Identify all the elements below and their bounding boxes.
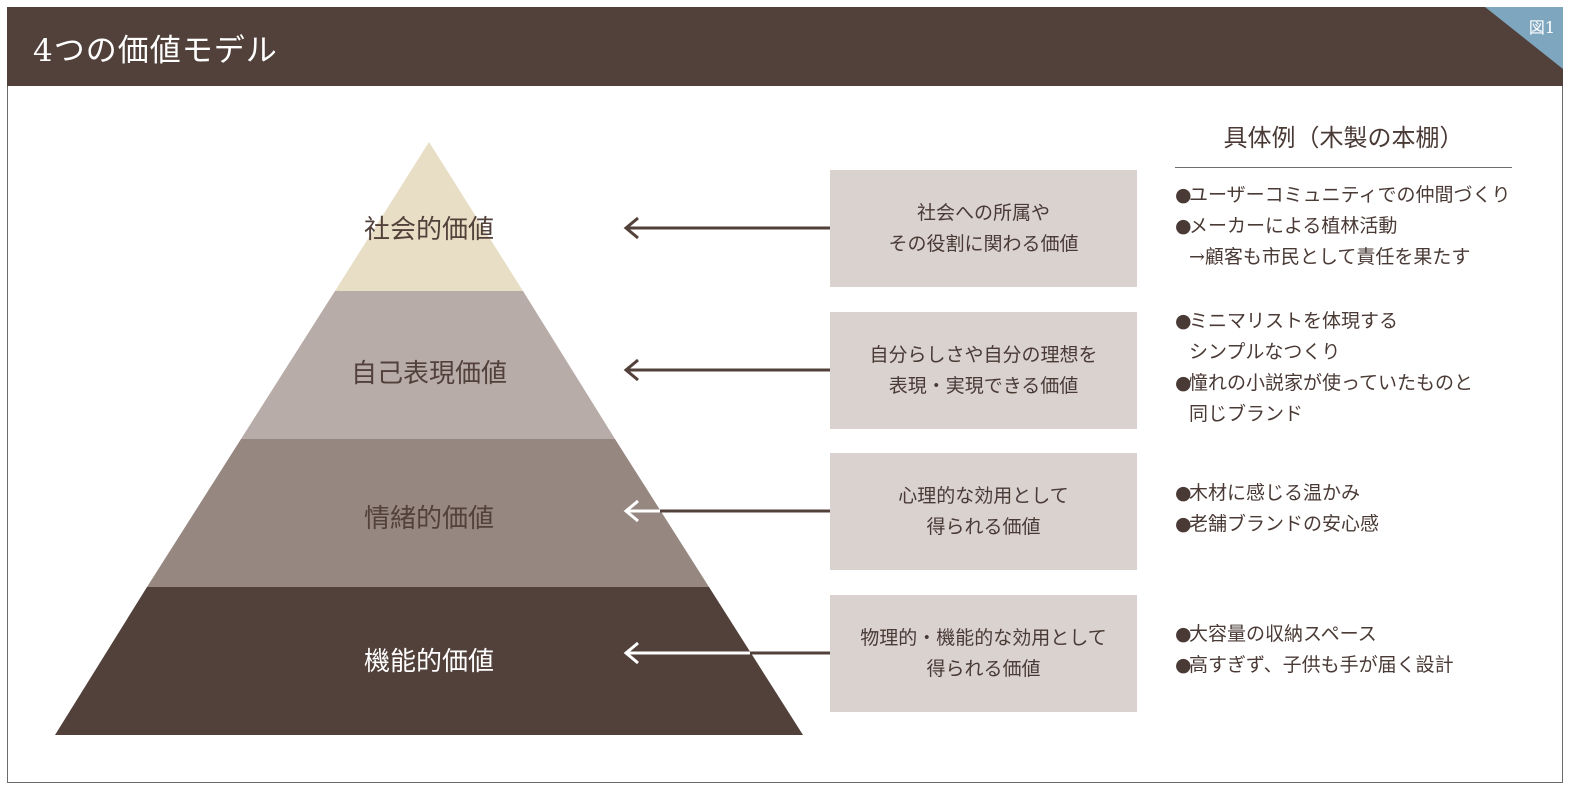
description-line: 得られる価値 [926, 657, 1041, 680]
description-box-emotional: 心理的な効用として 得られる価値 [830, 453, 1137, 570]
description-box-social: 社会への所属や その役割に関わる価値 [830, 170, 1137, 287]
description-box-functional: 物理的・機能的な効用として 得られる価値 [830, 595, 1137, 712]
examples-emotional: ●木材に感じる温かみ ●老舗ブランドの安心感 [1175, 478, 1379, 540]
arrow-emotional [623, 499, 830, 523]
example-text: メーカーによる植林活動 [1189, 215, 1398, 237]
bullet-icon: ● [1175, 372, 1192, 394]
page-title: 4つの価値モデル [33, 33, 278, 69]
example-text: →顧客も市民として責任を果たす [1189, 246, 1471, 268]
tier-emotional-shape [147, 439, 709, 587]
description-line: 表現・実現できる価値 [888, 374, 1079, 397]
tier-label-functional: 機能的価値 [363, 647, 494, 677]
description-line: 心理的な効用として [898, 484, 1069, 507]
example-text: 憧れの小説家が使っていたものと [1189, 372, 1474, 394]
example-item: ●メーカーによる植林活動 [1175, 211, 1510, 242]
bullet-icon: ● [1175, 623, 1192, 645]
example-item-continued: →顧客も市民として責任を果たす [1175, 242, 1510, 273]
example-item: ●憧れの小説家が使っていたものと [1175, 368, 1473, 399]
example-item-continued: 同じブランド [1175, 399, 1473, 430]
bullet-icon: ● [1175, 513, 1192, 535]
description-line: 物理的・機能的な効用として [860, 626, 1107, 649]
tier-label-self-expression: 自己表現価値 [350, 359, 507, 389]
bullet-icon: ● [1175, 184, 1192, 206]
description-box-self-expression: 自分らしさや自分の理想を 表現・実現できる価値 [830, 312, 1137, 429]
bullet-icon: ● [1175, 215, 1192, 237]
example-text: 木材に感じる温かみ [1189, 482, 1361, 504]
examples-self-expression: ●ミニマリストを体現する シンプルなつくり ●憧れの小説家が使っていたものと 同… [1175, 306, 1473, 430]
example-item: ●高すぎず、子供も手が届く設計 [1175, 650, 1454, 681]
description-line: 自分らしさや自分の理想を [869, 343, 1098, 366]
example-item: ●老舗ブランドの安心感 [1175, 509, 1379, 540]
example-item-continued: シンプルなつくり [1175, 337, 1473, 368]
tier-label-social: 社会的価値 [363, 215, 494, 245]
figure-corner-tab [1485, 7, 1563, 69]
example-text: 高すぎず、子供も手が届く設計 [1189, 654, 1454, 676]
example-text: 老舗ブランドの安心感 [1189, 513, 1380, 535]
bullet-icon: ● [1175, 482, 1192, 504]
examples-divider [1175, 167, 1512, 168]
tier-functional-shape [55, 587, 803, 735]
examples-title: 具体例（木製の本棚） [1223, 124, 1464, 152]
tier-social-shape [335, 142, 523, 291]
figure-label: 図1 [1528, 18, 1555, 37]
description-line: 得られる価値 [926, 515, 1041, 538]
arrow-functional [623, 641, 830, 665]
example-text: ミニマリストを体現する [1189, 310, 1399, 332]
tier-self-expression-shape [241, 291, 615, 439]
examples-social: ●ユーザーコミュニティでの仲間づくり ●メーカーによる植林活動 →顧客も市民とし… [1175, 180, 1510, 273]
bullet-icon: ● [1175, 310, 1192, 332]
bullet-icon: ● [1175, 654, 1192, 676]
example-item: ●大容量の収納スペース [1175, 619, 1454, 650]
arrow-self-expression [623, 358, 830, 382]
header-bar: 4つの価値モデル 図1 [7, 7, 1563, 86]
examples-functional: ●大容量の収納スペース ●高すぎず、子供も手が届く設計 [1175, 619, 1454, 681]
arrow-social [623, 216, 830, 240]
example-text: ユーザーコミュニティでの仲間づくり [1189, 184, 1511, 206]
tier-label-emotional: 情緒的価値 [363, 504, 494, 534]
example-text: 大容量の収納スペース [1189, 623, 1377, 645]
description-line: その役割に関わる価値 [888, 232, 1079, 255]
description-line: 社会への所属や [916, 201, 1050, 224]
example-text: 同じブランド [1189, 403, 1304, 425]
example-item: ●ユーザーコミュニティでの仲間づくり [1175, 180, 1510, 211]
example-item: ●ミニマリストを体現する [1175, 306, 1473, 337]
example-text: シンプルなつくり [1189, 341, 1341, 363]
example-item: ●木材に感じる温かみ [1175, 478, 1379, 509]
